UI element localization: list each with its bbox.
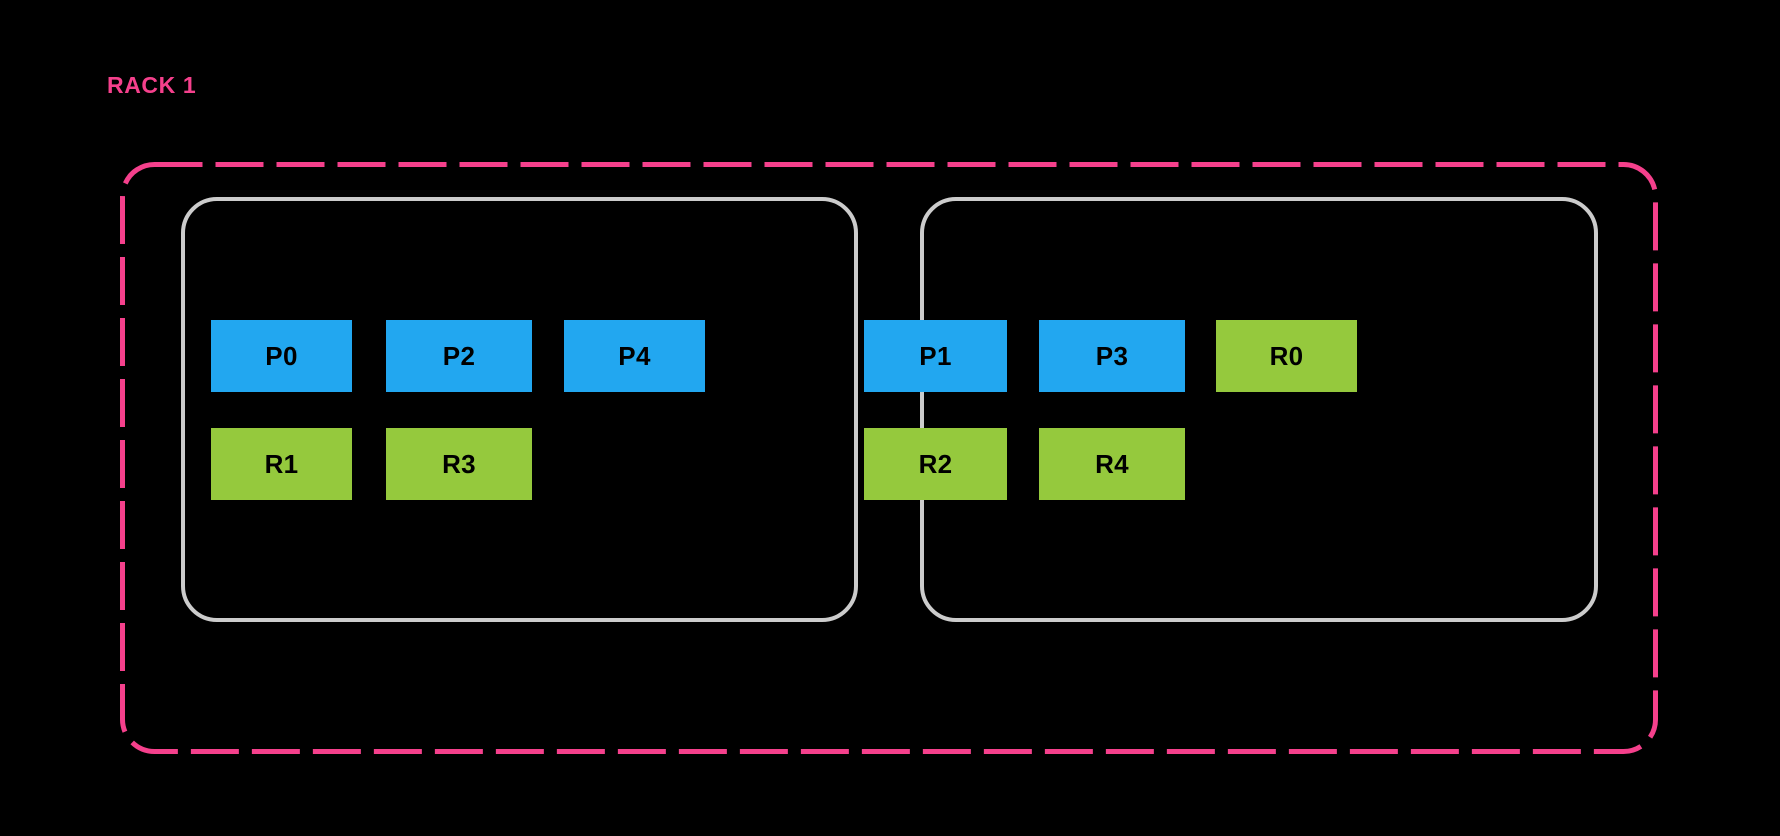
shard-chip-label: R1 [264,448,299,479]
node-container-0 [181,197,858,622]
shard-chip-label: R2 [918,448,953,479]
shard-chip-r0[interactable]: R0 [1216,320,1357,392]
shard-chip-p2[interactable]: P2 [386,320,532,392]
shard-chip-r1[interactable]: R1 [211,428,352,500]
shard-chip-p1[interactable]: P1 [864,320,1007,392]
shard-chip-label: P2 [442,340,476,371]
shard-chip-p0[interactable]: P0 [211,320,352,392]
shard-chip-label: P3 [1095,340,1129,371]
shard-chip-label: R4 [1095,448,1129,479]
node-container-1 [920,197,1598,622]
shard-chip-r4[interactable]: R4 [1039,428,1185,500]
shard-chip-label: P0 [265,340,298,371]
shard-chip-label: P4 [618,340,651,371]
shard-chip-r2[interactable]: R2 [864,428,1007,500]
rack-label: RACK 1 [107,72,197,98]
shard-chip-label: R3 [442,448,476,479]
shard-chip-p4[interactable]: P4 [564,320,705,392]
shard-chip-p3[interactable]: P3 [1039,320,1185,392]
shard-chip-label: P1 [919,340,952,371]
shard-chip-label: R0 [1269,340,1304,371]
shard-chip-r3[interactable]: R3 [386,428,532,500]
